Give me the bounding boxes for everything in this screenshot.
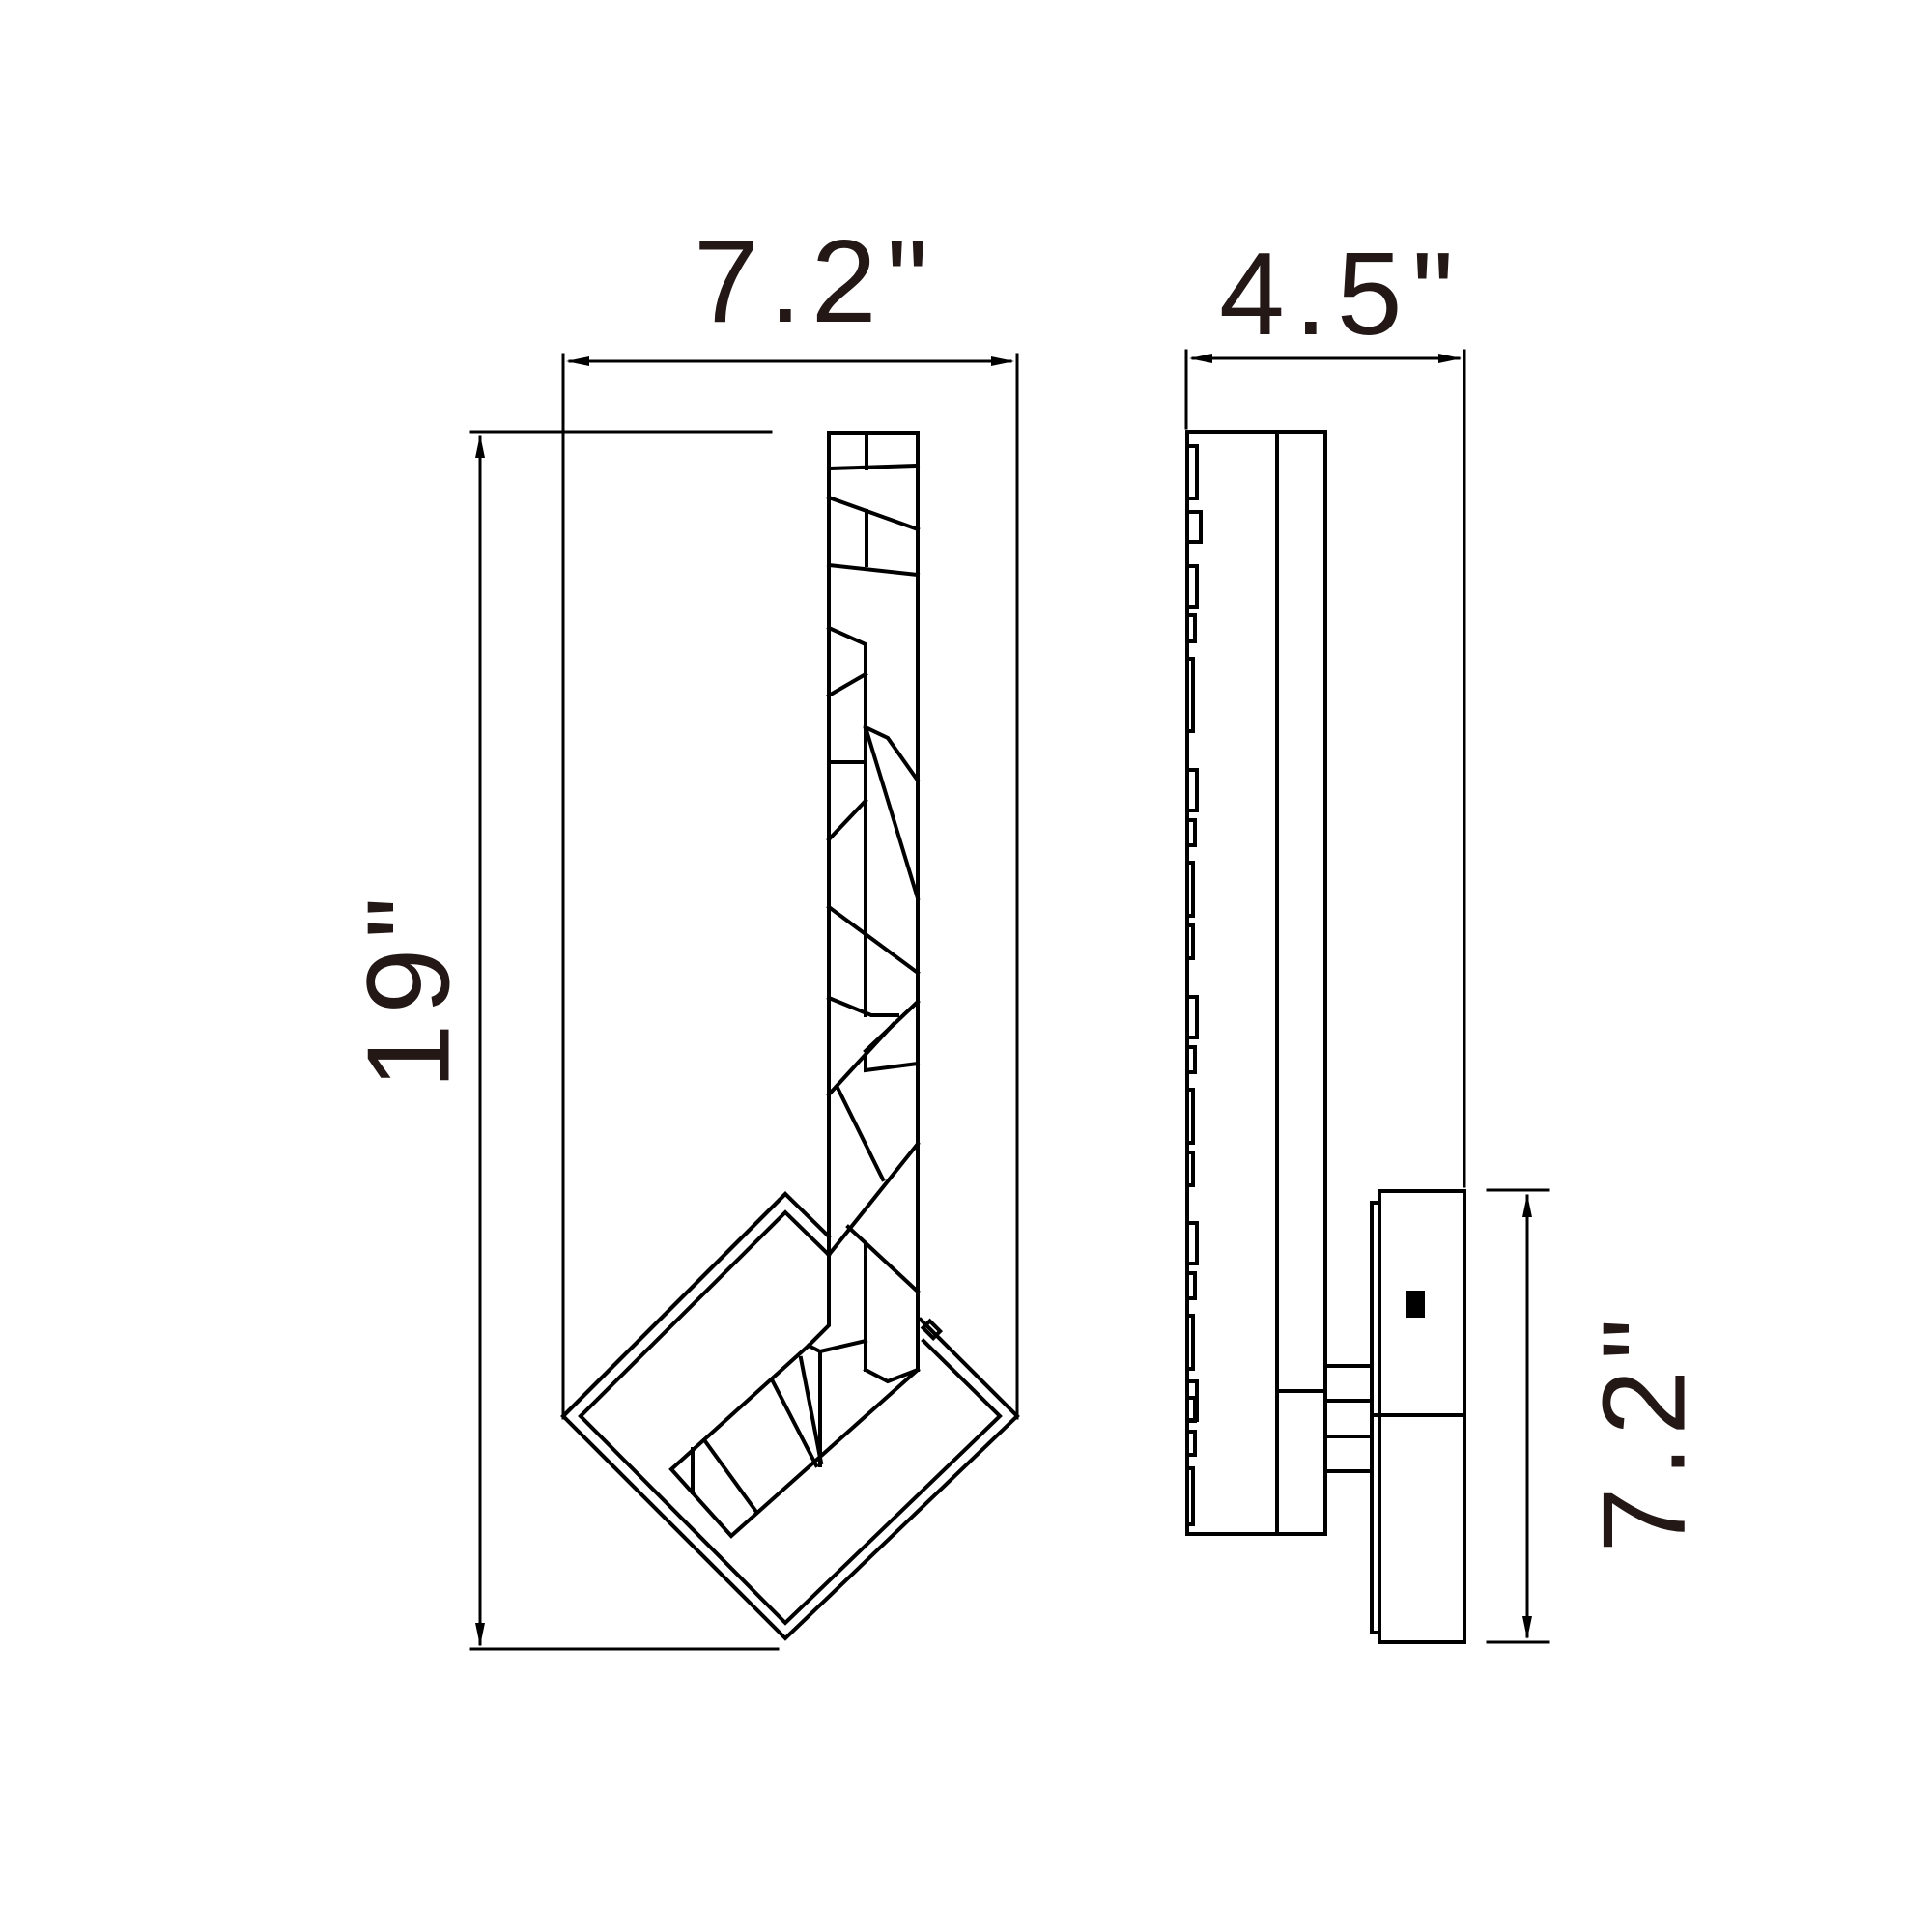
front-view-fixture — [560, 431, 1020, 1641]
overall-height-label: 19" — [342, 887, 474, 1090]
front-width-label: 7.2" — [694, 215, 938, 347]
backplate-height-dimension — [1486, 1188, 1550, 1644]
depth-label: 4.5" — [1219, 228, 1463, 359]
depth-dimension — [1184, 349, 1466, 1188]
front-width-dimension — [561, 353, 1019, 1420]
backplate-height-label: 7.2" — [1577, 1308, 1710, 1553]
side-view-fixture — [1185, 430, 1466, 1644]
overall-height-dimension — [469, 430, 780, 1651]
